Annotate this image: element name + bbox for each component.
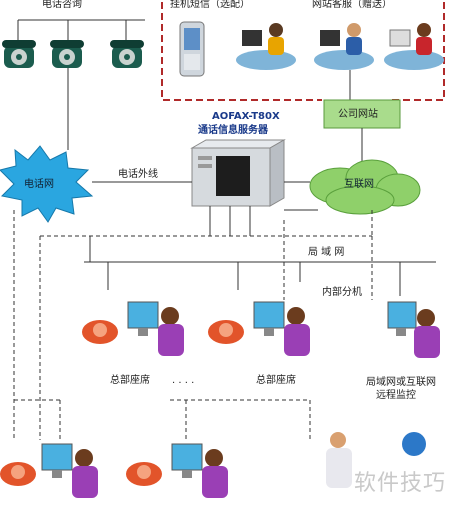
support-agent-icon [314,23,374,70]
phone-icon [110,40,144,68]
watermark: 软件技巧 [353,471,446,496]
company-site-label: 公司网站 [338,109,378,120]
internet-label: 互联网 [344,179,374,190]
web-support-label: 网站客服（赠送） [312,0,392,10]
operator-workstation [208,301,310,356]
phone-icon [2,40,36,68]
sms-hangup-label: 挂机短信（选配） [170,0,250,10]
remote-monitor-workstation [387,301,440,358]
network-links [84,181,436,296]
outside-line-label: 电话外线 [118,169,158,180]
dashed-links [13,210,373,440]
phone-network-label: 电话网 [24,179,54,190]
server-name-label: 通话信息服务器 [198,125,268,136]
phone-network-burst [0,145,94,223]
operator-workstation [126,443,228,498]
remote-monitor-label: 局域网或互联网 [366,377,436,388]
mobile-phone-icon [179,21,205,77]
server-model-label: AOFAX-T80X [212,111,280,122]
operator-workstation [0,443,98,498]
phone-icon [50,40,84,68]
hq-seat-label: 总部座席 [256,375,296,386]
partial-figure [326,432,426,488]
lan-label: 局 域 网 [308,247,345,258]
server-icon [190,139,286,207]
support-agent-icon [236,23,296,70]
operator-workstation [82,301,184,356]
phone-consult-lines [17,19,145,150]
internal-ext-label: 内部分机 [322,287,362,298]
optional-services-box [161,2,445,101]
internet-cloud [309,159,421,215]
company-website-sign [323,70,401,168]
phone-consult-label: 电话咨询 [42,0,82,10]
remote-monitor-label: 远程监控 [376,390,416,401]
hq-seat-label: 总部座席 [110,375,150,386]
ellipsis-label: . . . . [172,375,195,386]
support-agent-icon [384,23,444,70]
